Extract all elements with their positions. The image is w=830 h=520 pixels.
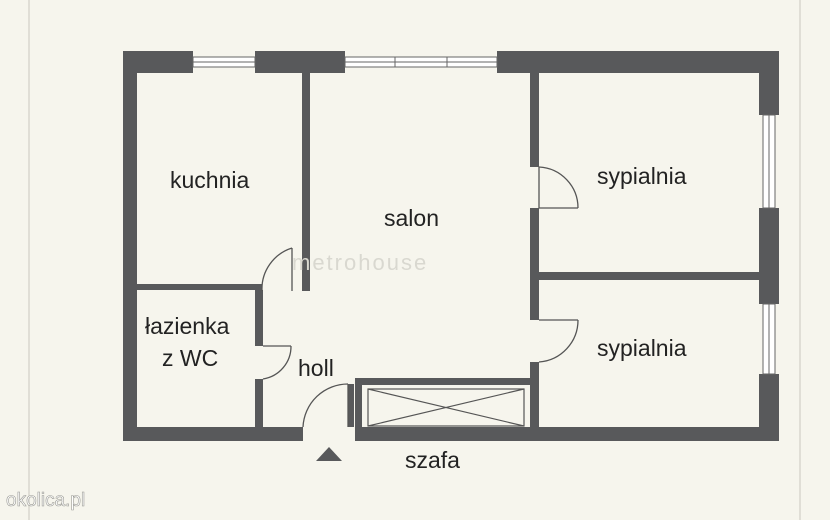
bottom-wall-right [355, 427, 779, 441]
right-wall-bottom [759, 374, 779, 441]
door-bedroom-top [538, 166, 579, 209]
wall-salon-bedroom-a [530, 73, 539, 167]
exterior-walls [123, 51, 779, 441]
room-label-bedroom-top: sypialnia [597, 163, 687, 189]
door-entrance [302, 383, 349, 428]
entrance-arrow-icon [316, 447, 342, 461]
page-frame [28, 0, 801, 520]
top-wall-right [497, 51, 779, 73]
wall-bath-hall-upper [255, 290, 263, 346]
wall-between-bedrooms [539, 272, 759, 280]
door-kitchen [261, 247, 293, 292]
watermark: metrohouse [292, 250, 428, 275]
doors [261, 166, 579, 428]
room-label-salon: salon [384, 205, 439, 231]
window-salon [344, 56, 498, 68]
interior-walls [137, 73, 759, 427]
wall-salon-bedroom-c [530, 280, 539, 320]
room-label-bedroom-bottom: sypialnia [597, 335, 687, 361]
room-label-bathroom-line1: łazienka [145, 313, 230, 339]
wall-wardrobe-left [355, 378, 362, 427]
wall-kitchen-salon [302, 73, 310, 291]
top-wall-mid [255, 51, 345, 73]
wall-wardrobe-top [355, 378, 530, 385]
door-bedroom-bottom [538, 319, 579, 363]
wall-kitchen-bath [137, 284, 262, 290]
room-label-kitchen: kuchnia [170, 167, 249, 193]
right-wall-mid [759, 208, 779, 304]
wall-salon-bedroom-b [530, 208, 539, 280]
wall-entry-jamb [348, 384, 354, 427]
door-bathroom [262, 345, 292, 380]
windows [192, 56, 776, 375]
right-wall-top [759, 51, 779, 115]
window-bedroom-top [762, 114, 776, 209]
top-wall-left [123, 51, 193, 73]
left-wall [123, 51, 137, 441]
room-label-wardrobe: szafa [405, 447, 460, 473]
room-label-bathroom-line2: z WC [162, 345, 218, 371]
wardrobe [367, 388, 525, 427]
bottom-wall-left [123, 427, 303, 441]
site-watermark: okolica.pl [6, 490, 85, 511]
window-bedroom-bottom [762, 303, 776, 375]
wall-bath-hall-lower [255, 379, 263, 427]
wall-salon-bedroom-d [530, 362, 539, 427]
room-label-hall: holl [298, 355, 334, 381]
window-kitchen [192, 56, 256, 68]
